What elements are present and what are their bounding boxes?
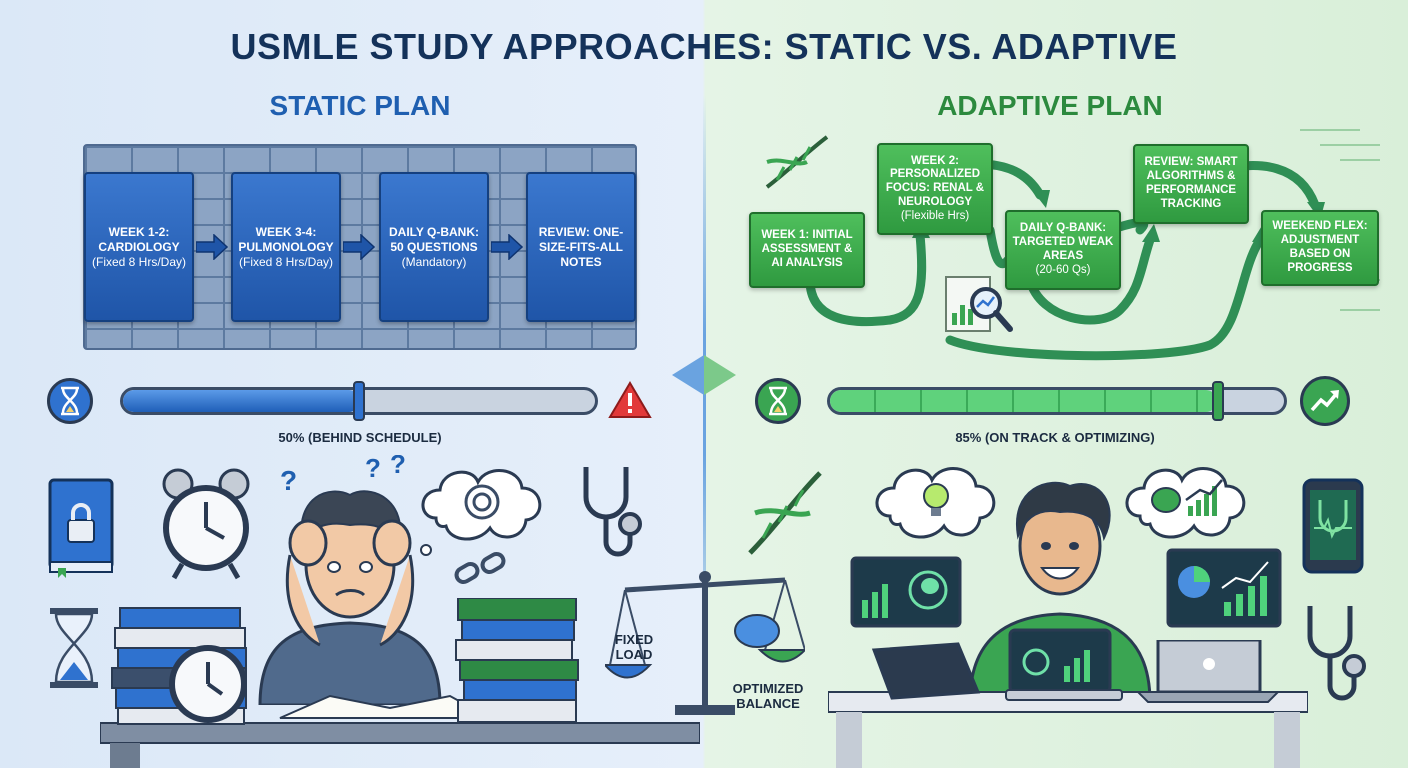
balance-scale-icon [605, 571, 805, 715]
svg-text:?: ? [280, 465, 297, 496]
warning-icon [608, 381, 652, 418]
adaptive-box-label: WEEK 1: INITIAL ASSESSMENT & AI ANALYSIS [761, 229, 853, 269]
adaptive-box-label: WEEK 2: PERSONALIZED FOCUS: RENAL & NEUR… [885, 154, 985, 208]
adaptive-box-1: WEEK 1: INITIAL ASSESSMENT & AI ANALYSIS [749, 212, 865, 288]
svg-text:?: ? [365, 455, 381, 483]
adaptive-box-4: REVIEW: SMART ALGORITHMS & PERFORMANCE T… [1133, 144, 1249, 224]
fixed-load-label: FIXED LOAD [614, 632, 654, 662]
right-desk-devices [828, 640, 1308, 768]
brain-chart-thought-cloud [1125, 467, 1246, 539]
static-progress-thumb [353, 381, 365, 421]
magnifier-chart-icon [945, 276, 1013, 332]
static-block-1: WEEK 1-2: CARDIOLOGY(Fixed 8 Hrs/Day) [84, 172, 194, 322]
happy-student [968, 481, 1152, 702]
static-block-sub: (Mandatory) [401, 254, 467, 269]
static-progress-fill [123, 390, 359, 412]
adaptive-plan-heading: ADAPTIVE PLAN [937, 90, 1163, 121]
svg-text:?: ? [390, 455, 406, 479]
static-block-label: DAILY Q-BANK: 50 QUESTIONS [388, 224, 479, 254]
center-marker-icon [672, 355, 736, 395]
optimized-balance-label: OPTIMIZED BALANCE [732, 681, 804, 711]
page-title: USMLE STUDY APPROACHES: STATIC VS. ADAPT… [230, 26, 1178, 67]
brain-analytics-screen [850, 556, 962, 628]
arrow-right-icon [491, 234, 523, 260]
static-progress-text: 50% (BEHIND SCHEDULE) [278, 430, 442, 445]
confused-thought-cloud [420, 469, 542, 556]
stressed-student: ? ? ? [258, 455, 442, 705]
adaptive-progress-text: 85% (ON TRACK & OPTIMIZING) [955, 430, 1155, 445]
static-block-sub: (Fixed 8 Hrs/Day) [239, 254, 334, 269]
adaptive-box-sub: (Flexible Hrs) [900, 209, 970, 222]
adaptive-progress-thumb [1212, 381, 1224, 421]
static-block-sub: (Fixed 8 Hrs/Day) [92, 254, 187, 269]
alarm-clock-icon [162, 468, 250, 580]
adaptive-progress-fill [830, 390, 1216, 412]
hourglass-icon [755, 378, 801, 424]
static-block-4: REVIEW: ONE-SIZE-FITS-ALL NOTES [526, 172, 636, 322]
lightbulb-thought-cloud [875, 467, 996, 539]
static-block-label: WEEK 3-4: PULMONOLOGY [238, 224, 334, 254]
trend-up-icon [1300, 376, 1350, 426]
phone-stethoscope-icon [1302, 478, 1364, 574]
adaptive-progress-bar [827, 387, 1287, 415]
dna-icon [748, 471, 822, 555]
left-desk-books [100, 598, 700, 768]
adaptive-box-label: WEEKEND FLEX: ADJUSTMENT BASED ON PROGRE… [1272, 220, 1368, 274]
dna-icon [765, 135, 829, 189]
arrow-right-icon [343, 234, 375, 260]
adaptive-box-label: REVIEW: SMART ALGORITHMS & PERFORMANCE T… [1144, 156, 1238, 210]
adaptive-box-label: DAILY Q-BANK: TARGETED WEAK AREAS [1012, 222, 1114, 262]
hourglass-icon [47, 378, 93, 424]
stethoscope-icon [1307, 606, 1366, 701]
center-divider [703, 95, 706, 695]
static-block-label: REVIEW: ONE-SIZE-FITS-ALL NOTES [538, 224, 624, 269]
static-block-2: WEEK 3-4: PULMONOLOGY(Fixed 8 Hrs/Day) [231, 172, 341, 322]
adaptive-box-5: WEEKEND FLEX: ADJUSTMENT BASED ON PROGRE… [1261, 210, 1379, 286]
arrow-right-icon [196, 234, 228, 260]
stethoscope-icon [583, 467, 642, 557]
chart-dashboard-screen [1166, 548, 1282, 628]
static-block-3: DAILY Q-BANK: 50 QUESTIONS(Mandatory) [379, 172, 489, 322]
adaptive-box-2: WEEK 2: PERSONALIZED FOCUS: RENAL & NEUR… [877, 143, 993, 235]
static-block-label: WEEK 1-2: CARDIOLOGY [98, 224, 180, 254]
broken-chain-icon [454, 552, 506, 584]
static-plan-heading: STATIC PLAN [269, 90, 451, 121]
lock-book-icon [48, 478, 114, 578]
adaptive-box-3: DAILY Q-BANK: TARGETED WEAK AREAS (20-60… [1005, 210, 1121, 290]
hourglass-icon [50, 608, 98, 688]
adaptive-box-sub: (20-60 Qs) [1035, 263, 1091, 276]
